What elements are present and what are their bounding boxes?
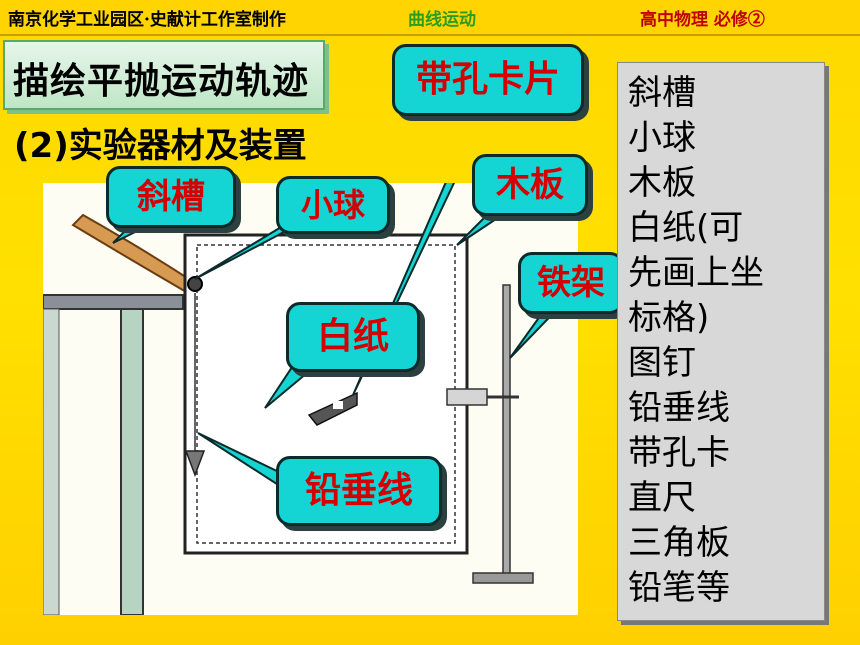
- pointer-board: [456, 210, 512, 246]
- table-leg: [120, 308, 144, 616]
- slide-header: 南京化学工业园区·史献计工作室制作 曲线运动 高中物理 必修②: [0, 0, 860, 36]
- list-item: 木板: [628, 163, 696, 203]
- list-item: 铅笔等: [628, 568, 730, 608]
- header-topic: 曲线运动: [408, 10, 476, 30]
- equipment-list-box: 斜槽 小球 木板 白纸(可 先画上坐 标格) 图钉 铅垂线 带孔卡 直尺 三角板…: [617, 62, 825, 621]
- plumb-bob: [184, 450, 206, 478]
- stand-rod: [502, 284, 511, 578]
- list-item: 直尺: [628, 478, 696, 518]
- list-item: 铅垂线: [628, 388, 730, 428]
- callout-ball: 小球: [276, 176, 390, 234]
- callout-hole-card: 带孔卡片: [392, 44, 584, 116]
- slide-title: 描绘平抛运动轨迹: [13, 61, 310, 102]
- table-top: [42, 294, 184, 310]
- stand-base: [472, 572, 534, 584]
- list-item: 带孔卡: [628, 433, 730, 473]
- table-side: [42, 308, 60, 616]
- list-item: 小球: [628, 118, 696, 158]
- header-course: 高中物理 必修②: [640, 10, 765, 30]
- callout-white-paper: 白纸: [286, 302, 420, 372]
- callout-chute: 斜槽: [106, 166, 236, 228]
- apparatus-illustration: [42, 142, 578, 616]
- stand-clamp: [446, 388, 488, 406]
- title-box: 描绘平抛运动轨迹: [3, 40, 325, 110]
- apparatus-drawing: [42, 142, 571, 616]
- section-subtitle: (2)实验器材及装置: [14, 126, 307, 166]
- list-item: 三角板: [628, 523, 730, 563]
- callout-iron-stand: 铁架: [518, 252, 624, 314]
- list-item: 图钉: [628, 343, 696, 383]
- list-item: 标格): [628, 298, 710, 338]
- equipment-list: 斜槽 小球 木板 白纸(可 先画上坐 标格) 图钉 铅垂线 带孔卡 直尺 三角板…: [618, 71, 764, 611]
- card-hole: [333, 401, 343, 409]
- callout-plumb-line: 铅垂线: [276, 456, 442, 526]
- list-item: 白纸(可: [628, 208, 744, 248]
- header-author: 南京化学工业园区·史献计工作室制作: [8, 10, 286, 30]
- list-item: 斜槽: [628, 73, 696, 113]
- list-item: 先画上坐: [628, 253, 764, 293]
- callout-board: 木板: [472, 154, 588, 216]
- ball: [187, 276, 203, 292]
